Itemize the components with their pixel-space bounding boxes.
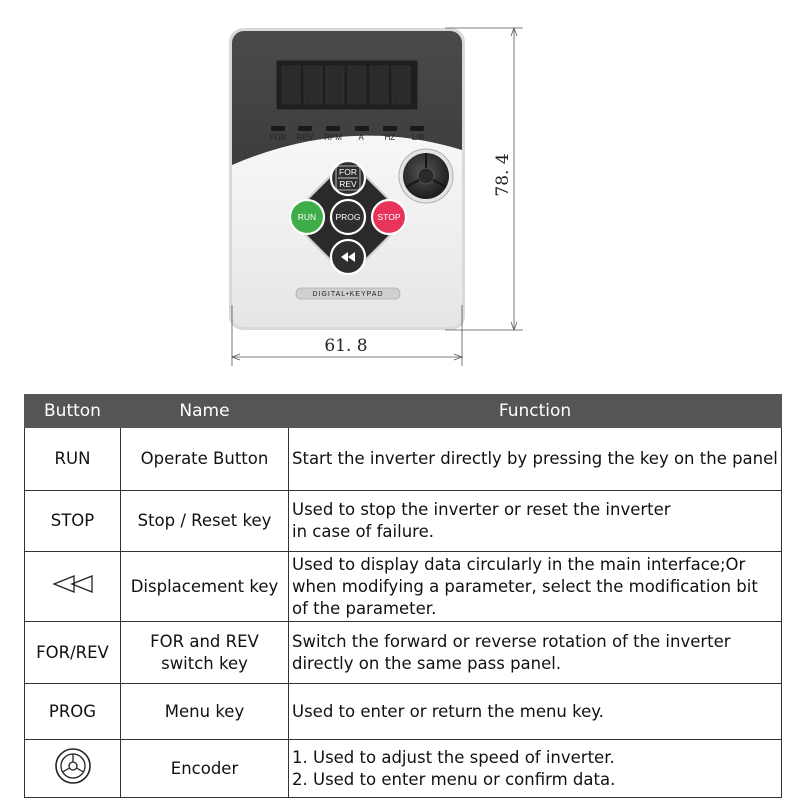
row-forrev-function: Switch the forward or reverse rotation o…: [288, 621, 782, 684]
indicator-rpm: RPM: [324, 133, 342, 142]
row-encoder-function: 1. Used to adjust the speed of inverter.…: [288, 739, 782, 798]
width-label: 61. 8: [324, 336, 367, 356]
row-displacement-function: Used to display data circularly in the m…: [288, 551, 782, 622]
table-row: FOR/REV FOR and REV switch key Switch th…: [24, 621, 782, 684]
stop-button[interactable]: STOP: [370, 198, 408, 236]
encoder-icon: [54, 747, 91, 784]
table-header-row: Button Name Function: [24, 394, 782, 428]
table-row: Encoder 1. Used to adjust the speed of i…: [24, 739, 782, 798]
indicator-for: FOR: [270, 133, 287, 142]
row-stop-function: Used to stop the inverter or reset the i…: [288, 490, 782, 552]
row-stop-name: Stop / Reset key: [120, 490, 289, 552]
row-forrev-name: FOR and REV switch key: [120, 621, 289, 684]
rev-label: REV: [339, 179, 357, 189]
for-label: FOR: [339, 167, 357, 177]
table-row: Displacement key Used to display data ci…: [24, 551, 782, 622]
height-label: 78. 4: [493, 153, 513, 196]
keypad-diagram: FOR REV RPM A HZ L/R FOR REV RUN PROG ST…: [229, 26, 523, 366]
indicator-a: A: [358, 133, 364, 142]
encoder-knob[interactable]: [398, 148, 454, 204]
button-cluster: FOR REV RUN PROG STOP: [288, 159, 408, 276]
prog-button[interactable]: PROG: [329, 198, 367, 236]
row-forrev-button: FOR/REV: [24, 621, 121, 684]
width-dimension: [230, 305, 464, 366]
row-displacement-name: Displacement key: [120, 551, 289, 622]
button-function-table: Button Name Function RUN Operate Button …: [24, 394, 782, 798]
prog-label: PROG: [335, 212, 360, 222]
displacement-icon: [51, 574, 93, 593]
run-button[interactable]: RUN: [288, 198, 326, 236]
header-function: Function: [288, 394, 782, 428]
row-prog-function: Used to enter or return the menu key.: [288, 683, 782, 740]
header-name: Name: [120, 394, 289, 428]
brand-text: DIGITAL•KEYPAD: [312, 291, 383, 298]
indicator-lr: L/R: [412, 133, 425, 142]
table-row: STOP Stop / Reset key Used to stop the i…: [24, 490, 782, 552]
row-run-button: RUN: [24, 427, 121, 491]
indicator-hz: HZ: [385, 133, 396, 142]
indicator-rev: REV: [297, 133, 314, 142]
row-displacement-button: [24, 551, 121, 622]
for-rev-button[interactable]: FOR REV: [329, 159, 367, 197]
row-run-name: Operate Button: [120, 427, 289, 491]
lcd-display: [275, 59, 419, 111]
table-row: RUN Operate Button Start the inverter di…: [24, 427, 782, 491]
displacement-button[interactable]: [329, 238, 367, 276]
header-button: Button: [24, 394, 121, 428]
brand-plate: DIGITAL•KEYPAD: [295, 287, 401, 300]
height-dimension: [445, 26, 523, 332]
stop-label: STOP: [378, 212, 401, 222]
table-row: PROG Menu key Used to enter or return th…: [24, 683, 782, 740]
row-prog-button: PROG: [24, 683, 121, 740]
row-encoder-name: Encoder: [120, 739, 289, 798]
row-prog-name: Menu key: [120, 683, 289, 740]
row-stop-button: STOP: [24, 490, 121, 552]
row-encoder-button: [24, 739, 121, 798]
row-run-function: Start the inverter directly by pressing …: [288, 427, 782, 491]
indicator-leds: [271, 126, 424, 131]
run-label: RUN: [298, 212, 316, 222]
indicator-labels: FOR REV RPM A HZ L/R: [270, 133, 425, 142]
rewind-icon: [341, 252, 355, 262]
